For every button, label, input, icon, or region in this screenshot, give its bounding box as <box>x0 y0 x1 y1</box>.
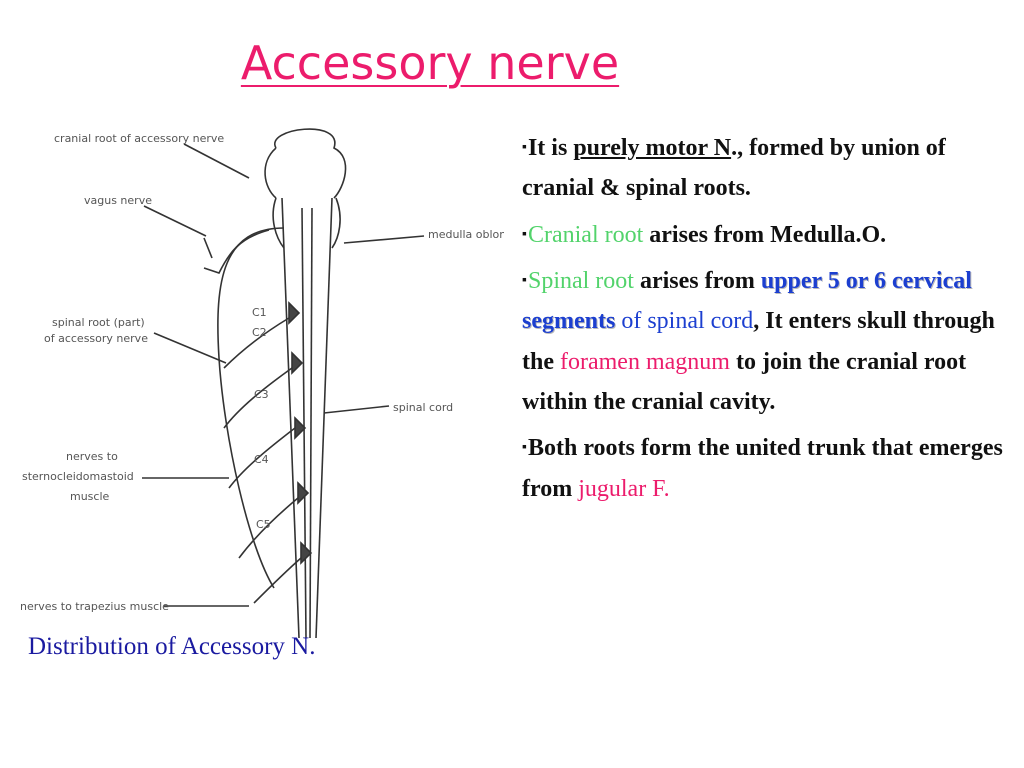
bullet-cranial-root: ▪Cranial root arises from Medulla.O. <box>522 215 1014 255</box>
bullet-text: , <box>753 308 760 335</box>
label-c4: C4 <box>254 453 269 466</box>
bullet-square-icon: ▪ <box>522 440 527 456</box>
bullet-square-icon: ▪ <box>522 140 527 155</box>
bullet-text: ., formed by union of cranial & spinal r… <box>522 135 946 202</box>
bullet-text: Both roots form the united trunk that em… <box>522 435 1003 502</box>
bullet-square-icon: ▪ <box>522 226 527 242</box>
bullet-term: of spinal cord <box>615 308 754 335</box>
bullet-term: Cranial root <box>527 221 644 248</box>
bullet-text: It is <box>527 135 574 161</box>
bullet-purely-motor: ▪It is purely motor N., formed by union … <box>522 128 1014 209</box>
bullet-text: It enters skull through the <box>522 308 995 375</box>
spinal-cord-right-edge <box>315 197 333 638</box>
bullet-text: arises from Medulla.O. <box>643 221 887 248</box>
label-medulla-oblongata: medulla oblongata <box>428 228 504 241</box>
bullet-united-trunk: ▪Both roots form the united trunk that e… <box>522 428 1014 509</box>
label-spinal-root-2: of accessory nerve <box>44 332 148 345</box>
accessory-nerve-diagram: cranial root of accessory nerve vagus ne… <box>20 128 504 638</box>
label-spinal-root-1: spinal root (part) <box>52 316 145 329</box>
bullet-term: jugular F. <box>578 475 670 502</box>
spinal-cord-left-edge <box>281 197 300 638</box>
label-c2: C2 <box>252 326 267 339</box>
label-scm-1: nerves to <box>66 450 118 463</box>
spinal-root-path <box>217 227 285 589</box>
label-vagus-nerve: vagus nerve <box>84 194 152 207</box>
bullet-emphasis: purely motor N <box>573 135 732 161</box>
figure-caption: Distribution of Accessory N. <box>28 633 316 660</box>
slide-title: Accessory nerve <box>240 36 620 90</box>
bullet-highlight: upper 5 or 6 cervical segments <box>522 267 972 335</box>
label-scm-3: muscle <box>70 490 110 503</box>
brainstem-outline <box>274 128 347 199</box>
bullet-term: foramen magnum <box>560 348 730 375</box>
label-scm-2: sternocleidomastoid <box>22 470 134 483</box>
label-c1: C1 <box>252 306 267 319</box>
bullet-term: Spinal root <box>527 267 634 294</box>
bullet-square-icon: ▪ <box>522 272 527 288</box>
label-spinal-cord: spinal cord <box>393 401 453 414</box>
label-trapezius: nerves to trapezius muscle <box>20 600 169 613</box>
label-c5: C5 <box>256 518 271 531</box>
bullet-list: ▪It is purely motor N., formed by union … <box>522 128 1014 515</box>
bullet-text: to join the cranial root within the cran… <box>522 348 967 415</box>
bullet-text: arises from <box>633 267 761 294</box>
label-c3: C3 <box>254 388 269 401</box>
label-cranial-root: cranial root of accessory nerve <box>54 132 224 145</box>
bullet-spinal-root: ▪Spinal root arises from upper 5 or 6 ce… <box>522 261 1014 422</box>
